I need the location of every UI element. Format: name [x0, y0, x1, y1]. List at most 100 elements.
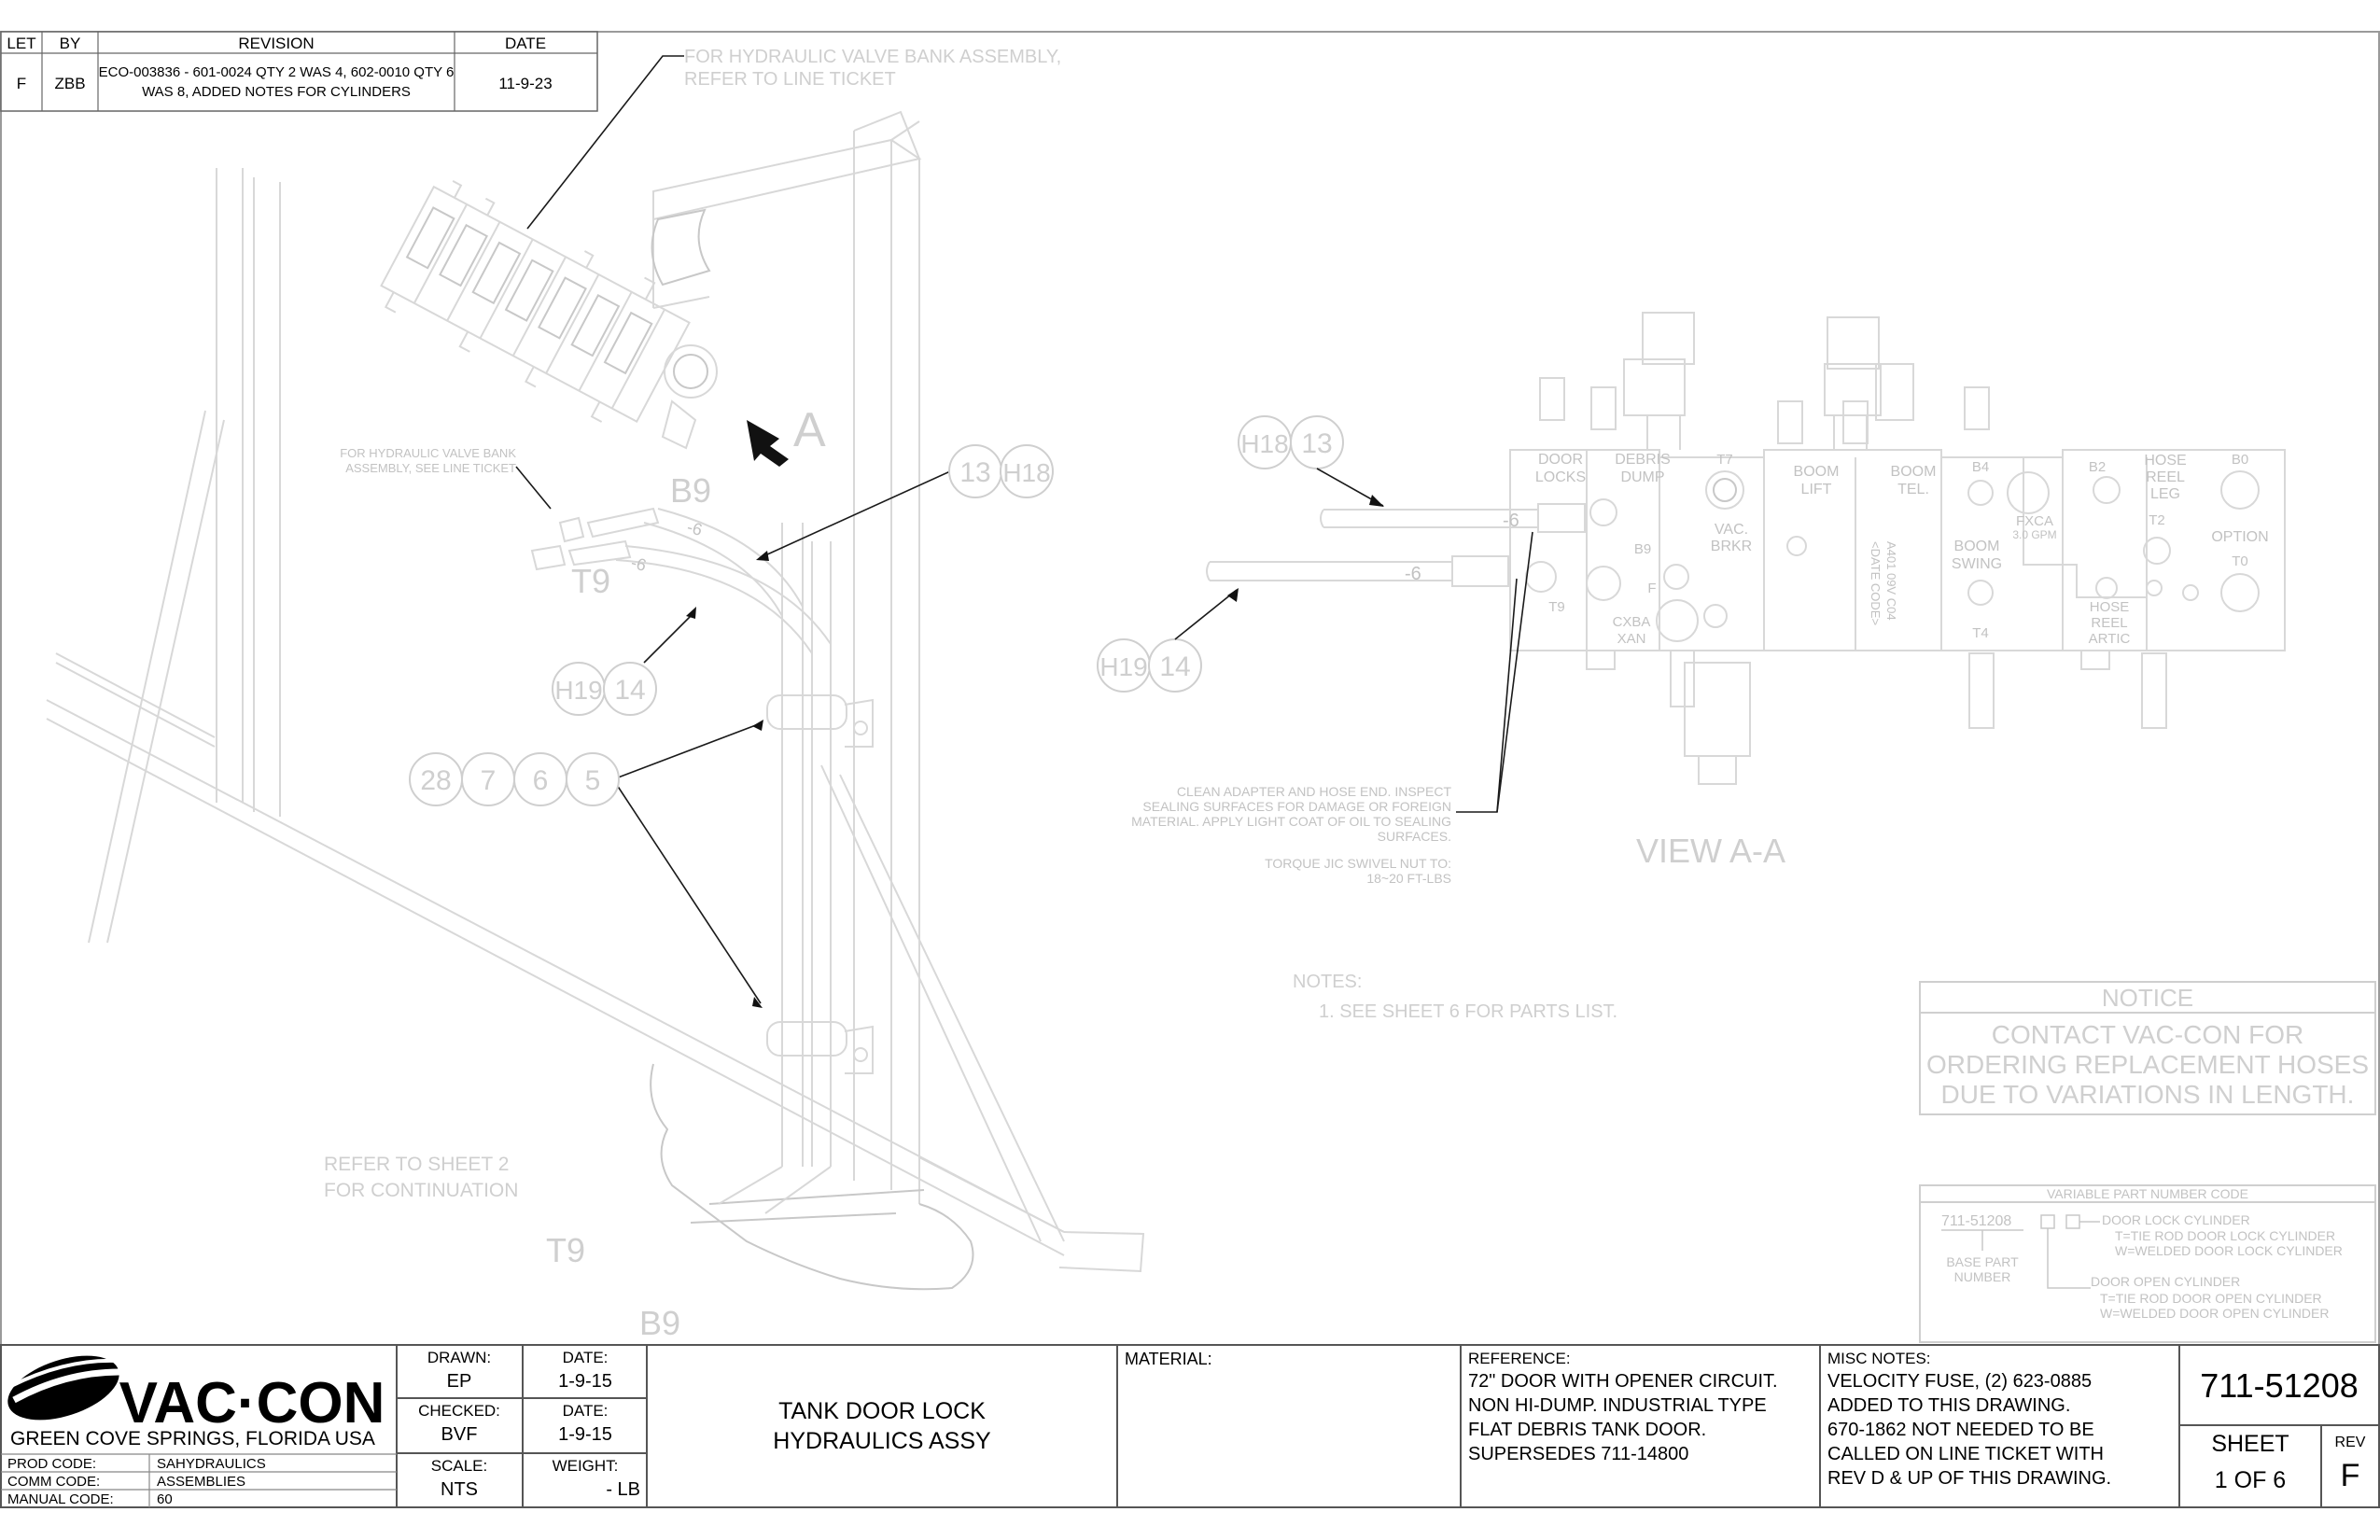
- label-hose-reel-leg-2: REEL: [2146, 469, 2185, 485]
- drawn-date-value: 1-9-15: [558, 1371, 612, 1392]
- torque-note-2: 18~20 FT-LBS: [1366, 871, 1451, 886]
- label-fxca: FXCA: [2016, 513, 2053, 529]
- svg-text:H19: H19: [1099, 652, 1147, 681]
- checked-date-label: DATE:: [563, 1402, 609, 1420]
- valve-bank: [380, 180, 691, 423]
- label-b9: B9: [670, 471, 711, 510]
- vaccon-logo: VAC·CON: [7, 1355, 385, 1435]
- misc-line-4: CALLED ON LINE TICKET WITH: [1827, 1444, 2104, 1464]
- rev-header-by: BY: [60, 35, 81, 52]
- general-notes: NOTES: 1. SEE SHEET 6 FOR PARTS LIST.: [1293, 972, 1617, 1022]
- reference-label: REFERENCE:: [1468, 1350, 1571, 1367]
- checked-date-value: 1-9-15: [558, 1424, 612, 1445]
- comm-code-value: ASSEMBLIES: [157, 1474, 245, 1490]
- label-view-f: F: [1647, 581, 1656, 596]
- valve-bank-note-top-1: FOR HYDRAULIC VALVE BANK ASSEMBLY,: [684, 47, 1061, 67]
- valve-bank-note-top-2: REFER TO LINE TICKET: [684, 69, 896, 90]
- misc-line-5: REV D & UP OF THIS DRAWING.: [1827, 1468, 2111, 1489]
- label-b0: B0: [2232, 452, 2248, 468]
- callout-view-h19: H19: [1097, 638, 1151, 693]
- notes-item-1: 1. SEE SHEET 6 FOR PARTS LIST.: [1319, 1001, 1617, 1022]
- vpc-base-label-1: BASE PART: [1946, 1254, 2019, 1269]
- svg-text:13: 13: [1301, 428, 1332, 459]
- refer-sheet-note-1: REFER TO SHEET 2: [324, 1154, 509, 1175]
- label-option: OPTION: [2211, 529, 2268, 545]
- label-cxba: CXBA: [1613, 614, 1651, 630]
- drawn-label: DRAWN:: [427, 1349, 491, 1366]
- svg-text:5: 5: [585, 765, 601, 796]
- label-vac-brkr: VAC.: [1715, 522, 1748, 538]
- svg-text:6: 6: [533, 765, 549, 796]
- checked-value: BVF: [441, 1424, 478, 1445]
- label-t2: T2: [2149, 512, 2165, 528]
- view-title: VIEW A-A: [1636, 832, 1785, 870]
- label-boom-tel-2: TEL.: [1897, 482, 1929, 497]
- isometric-assembly: -6 -6 A B9 T9 T9 B9 FOR HYDRAULIC VALVE …: [46, 47, 1145, 1342]
- vpc-door-open-3: W=WELDED DOOR OPEN CYLINDER: [2100, 1306, 2329, 1321]
- scale-value: NTS: [441, 1479, 478, 1500]
- label-vac-brkr-2: BRKR: [1711, 539, 1752, 554]
- rev-by: ZBB: [54, 75, 85, 92]
- label-boom-lift: BOOM: [1794, 464, 1840, 480]
- label-cxba-2: XAN: [1617, 631, 1646, 647]
- label-b4: B4: [1972, 459, 1989, 475]
- rev-header-date: DATE: [505, 35, 546, 52]
- callout-7: 7: [461, 752, 515, 806]
- label-t0: T0: [2232, 553, 2248, 569]
- vpc-base: 711-51208: [1941, 1213, 2011, 1229]
- rev-desc-2: WAS 8, ADDED NOTES FOR CYLINDERS: [142, 84, 411, 100]
- callout-h19: H19: [552, 662, 606, 716]
- notice-line-3: DUE TO VARIATIONS IN LENGTH.: [1941, 1080, 2355, 1109]
- svg-text:13: 13: [959, 457, 990, 488]
- callout-view-13: 13: [1290, 415, 1344, 469]
- vpc-door-lock-1: DOOR LOCK CYLINDER: [2102, 1212, 2250, 1227]
- svg-text:H19: H19: [554, 676, 602, 705]
- drawing-title-1: TANK DOOR LOCK: [778, 1398, 986, 1424]
- label-boom-tel: BOOM: [1891, 464, 1937, 480]
- label-t4: T4: [1972, 625, 1989, 641]
- label-date-code-2: A401 09V C04: [1884, 541, 1898, 621]
- weight-value: - LB: [606, 1479, 640, 1500]
- view-hose-mark-2: -6: [1405, 564, 1421, 584]
- callout-5: 5: [566, 752, 620, 806]
- label-view-b9: B9: [1634, 541, 1651, 557]
- svg-text:H18: H18: [1240, 429, 1288, 458]
- label-hose-reel-leg-3: LEG: [2150, 486, 2180, 502]
- label-hose-reel-artic: HOSE: [2090, 599, 2130, 615]
- title-block: VAC·CON GREEN COVE SPRINGS, FLORIDA USA …: [0, 1344, 2380, 1508]
- rev-desc-1: ECO-003836 - 601-0024 QTY 2 WAS 4, 602-0…: [99, 64, 455, 80]
- label-t9: T9: [571, 562, 610, 600]
- drawn-value: EP: [447, 1371, 472, 1392]
- notice-title: NOTICE: [2102, 984, 2193, 1012]
- clean-note-3: MATERIAL. APPLY LIGHT COAT OF OIL TO SEA…: [1131, 814, 1451, 829]
- vpc-door-lock-3: W=WELDED DOOR LOCK CYLINDER: [2115, 1243, 2343, 1258]
- company-location: GREEN COVE SPRINGS, FLORIDA USA: [10, 1428, 375, 1449]
- label-date-code: <DATE CODE>: [1869, 541, 1883, 625]
- rev-header-revision: REVISION: [238, 35, 314, 52]
- part-number: 711-51208: [2200, 1366, 2359, 1405]
- sheet-value: 1 OF 6: [2215, 1467, 2286, 1493]
- refer-sheet-note-2: FOR CONTINUATION: [324, 1180, 518, 1201]
- notes-title: NOTES:: [1293, 972, 1362, 992]
- view-hose-mark-1: -6: [1503, 511, 1519, 531]
- label-b2: B2: [2089, 459, 2106, 475]
- revision-block: LET BY REVISION DATE F ZBB ECO-003836 - …: [0, 31, 598, 112]
- label-view-t9: T9: [1548, 599, 1565, 615]
- reference-line-3: FLAT DEBRIS TANK DOOR.: [1468, 1420, 1706, 1440]
- comm-code-label: COMM CODE:: [7, 1474, 100, 1490]
- label-b9-bottom: B9: [639, 1304, 680, 1342]
- prod-code-label: PROD CODE:: [7, 1456, 96, 1472]
- label-debris-dump-2: DUMP: [1620, 469, 1664, 485]
- label-boom-swing-2: SWING: [1952, 556, 2002, 572]
- label-debris-dump: DEBRIS: [1615, 452, 1671, 468]
- svg-text:14: 14: [614, 675, 645, 706]
- hose-mark-2: -6: [629, 553, 649, 575]
- vpc-door-open-2: T=TIE ROD DOOR OPEN CYLINDER: [2100, 1291, 2322, 1306]
- callout-view-14: 14: [1148, 638, 1202, 693]
- reference-line-2: NON HI-DUMP. INDUSTRIAL TYPE: [1468, 1395, 1767, 1416]
- view-arrow-icon: [747, 420, 789, 467]
- callout-view-h18: H18: [1238, 415, 1292, 469]
- notice-line-2: ORDERING REPLACEMENT HOSES: [1926, 1050, 2369, 1079]
- svg-text:H18: H18: [1002, 458, 1050, 487]
